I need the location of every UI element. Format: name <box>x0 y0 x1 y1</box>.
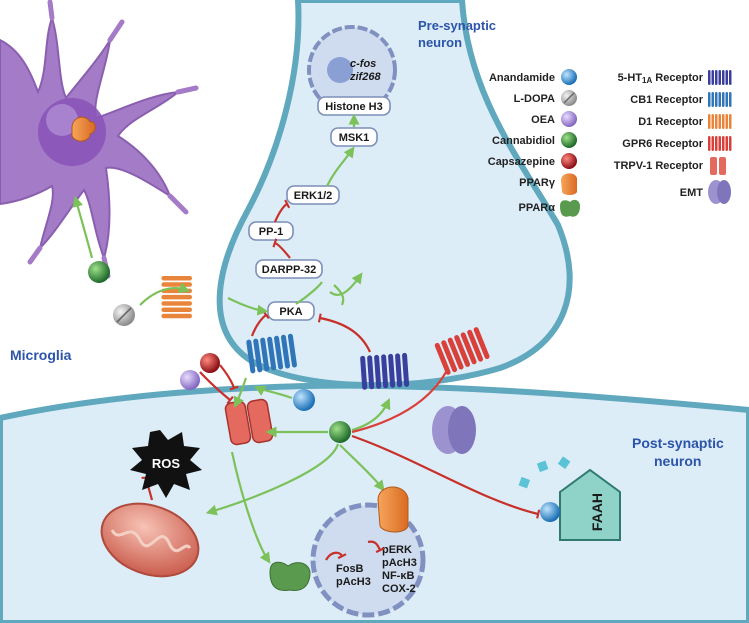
msk1-label: MSK1 <box>339 132 370 144</box>
pre-synaptic-label: Pre-synaptic <box>418 18 496 33</box>
pre-synaptic-neuron-terminal <box>216 0 573 389</box>
legend-oea-label: OEA <box>531 114 555 126</box>
ppar-alpha-post <box>269 561 311 591</box>
pach3-left-label: pAcH3 <box>336 576 371 588</box>
faah-label: FAAH <box>589 493 605 531</box>
legend-emt-label: EMT <box>680 187 704 199</box>
cannabidiol-icon <box>561 132 577 148</box>
oea-icon <box>561 111 577 127</box>
cb1-receptor-icon <box>708 92 732 107</box>
capsazepine-icon <box>561 153 577 169</box>
legend-ppar-gamma-label: PPARγ <box>519 177 556 189</box>
microglia-cell <box>0 0 199 279</box>
legend-ppar-alpha-label: PPARα <box>518 202 555 214</box>
anandamide-sphere <box>293 389 315 411</box>
ppar-gamma-microglia <box>71 116 96 142</box>
zif268-label: zif268 <box>349 71 381 83</box>
fosb-label: FosB <box>336 563 364 575</box>
oea-sphere <box>180 370 200 390</box>
l-dopa-pill <box>113 304 135 326</box>
post-synaptic-label: Post-synaptic <box>632 435 724 451</box>
cox2-label: COX-2 <box>382 583 416 595</box>
5ht1a-receptor-icon <box>708 70 732 85</box>
post-synaptic-neuron-label: neuron <box>654 453 701 469</box>
msk1-box <box>330 127 378 147</box>
emt-transporter-icon <box>708 180 731 204</box>
pre-synaptic-nucleus: c-fos zif268 <box>307 25 397 115</box>
pre-synaptic-neuron-label: neuron <box>418 35 462 50</box>
legend-l-dopa-label: L-DOPA <box>514 93 555 105</box>
darpp32-label: DARPP-32 <box>262 264 316 276</box>
l-dopa-icon <box>561 90 577 106</box>
d1-receptor-icon <box>708 114 732 129</box>
pathway-arrows <box>227 113 372 353</box>
legend-gpr6-label: GPR6 Receptor <box>622 138 703 150</box>
trpv1-receptor-icon <box>710 157 726 175</box>
mitochondrion <box>100 502 200 578</box>
anandamide-icon <box>561 69 577 85</box>
erk12-label: ERK1/2 <box>294 190 333 202</box>
faah-enzyme: FAAH <box>518 456 621 541</box>
microglia-label: Microglia <box>10 347 72 363</box>
legend-right: 5-HT1A Receptor CB1 Receptor D1 Receptor… <box>614 70 732 204</box>
d1-receptor-membrane <box>161 276 192 319</box>
legend-cannabidiol-label: Cannabidiol <box>492 135 555 147</box>
legend-trpv1-label: TRPV-1 Receptor <box>614 160 704 172</box>
pp1-box <box>248 221 294 241</box>
pp1-label: PP-1 <box>259 226 283 238</box>
ppar-gamma-post <box>377 486 409 533</box>
legend-cb1-label: CB1 Receptor <box>630 94 703 106</box>
post-synaptic-nucleus: FosB pAcH3 pERK pAcH3 NF-κB COX-2 <box>310 502 426 618</box>
histone-h3-label: Histone H3 <box>325 101 382 113</box>
legend-5ht1a-label: 5-HT1A Receptor <box>618 72 704 85</box>
nfkb-label: NF-κB <box>382 570 414 582</box>
ros-label: ROS <box>152 456 181 471</box>
ppar-alpha-icon <box>560 199 580 217</box>
gpr6-receptor-icon <box>708 136 732 151</box>
pka-label: PKA <box>279 306 302 318</box>
emt-transporter-membrane <box>432 406 476 454</box>
legend-d1-label: D1 Receptor <box>638 116 704 128</box>
cannabidiol-sphere <box>329 421 351 443</box>
legend-capsazepine-label: Capsazepine <box>488 156 555 168</box>
legend-anandamide-label: Anandamide <box>489 72 555 84</box>
capsazepine-sphere <box>200 353 220 373</box>
darpp32-box <box>255 259 323 279</box>
ros-burst: ROS <box>130 430 202 498</box>
pach3-right-label: pAcH3 <box>382 557 417 569</box>
erk12-box <box>286 185 340 205</box>
ppar-gamma-icon <box>561 173 577 195</box>
c-fos-label: c-fos <box>350 58 376 70</box>
legend-left: Anandamide L-DOPA OEA Cannabidiol Capsaz… <box>488 69 580 217</box>
perk-label: pERK <box>382 544 412 556</box>
cannabidiol-microglia <box>88 261 110 283</box>
ligand-arrows <box>72 195 541 564</box>
